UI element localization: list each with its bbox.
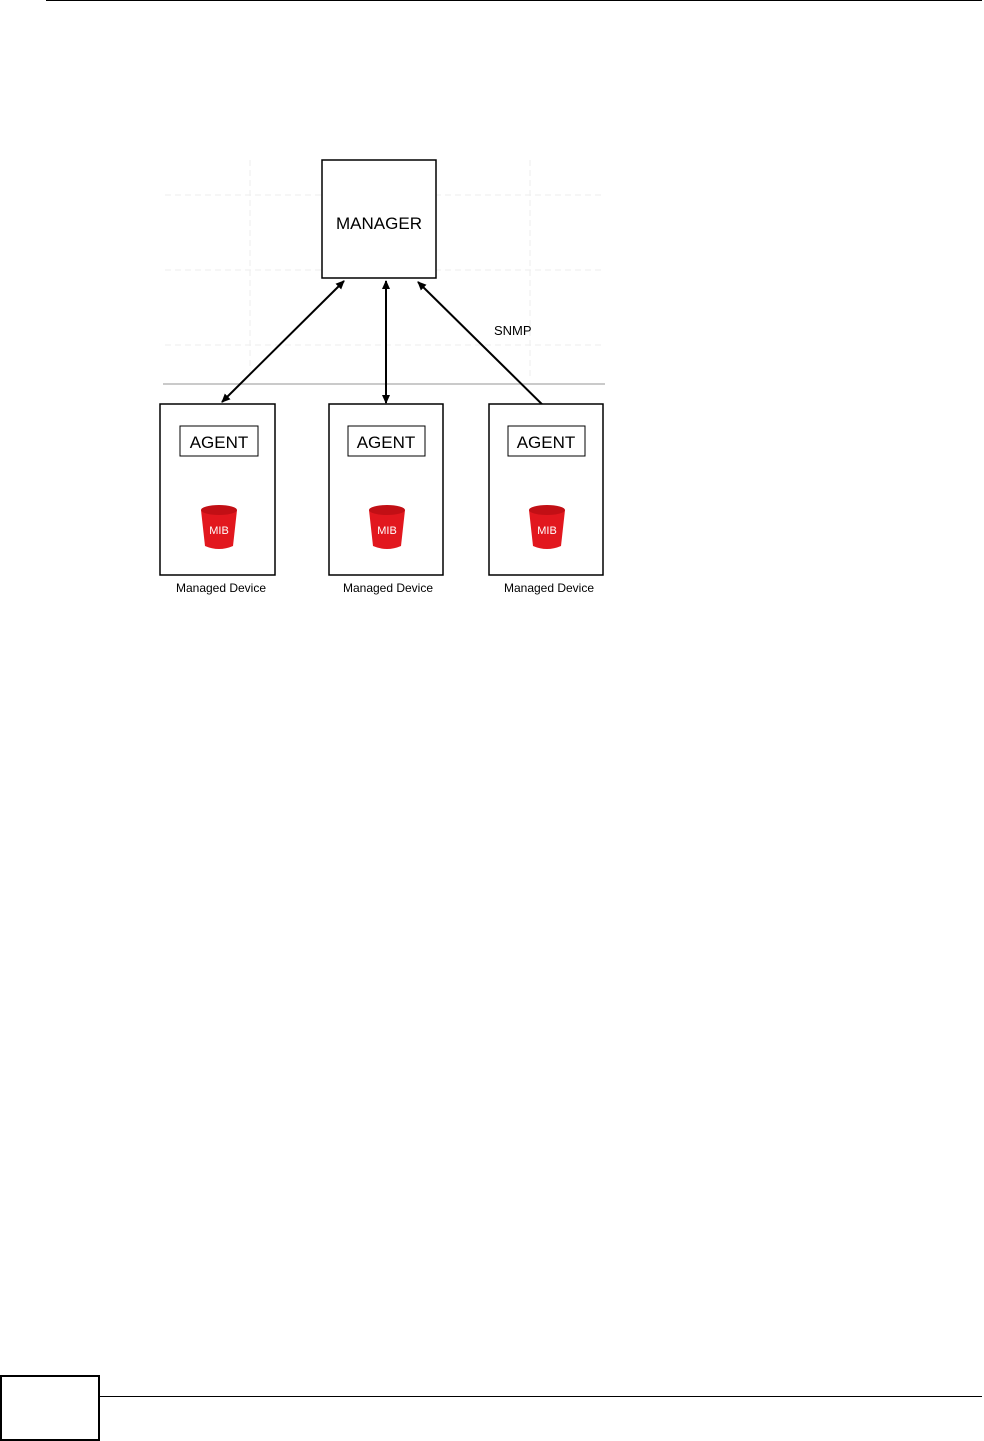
- managed-device-2: AGENT MIB Managed Device: [329, 404, 443, 595]
- agent-label: AGENT: [357, 433, 416, 452]
- device-caption: Managed Device: [343, 581, 433, 595]
- managed-device-3: AGENT MIB Managed Device: [489, 404, 603, 595]
- mib-label: MIB: [537, 525, 557, 537]
- page-number-box: [0, 1375, 100, 1441]
- arrow-manager-agent-3: [418, 282, 558, 420]
- footer-rule: [100, 1396, 982, 1397]
- agent-label: AGENT: [190, 433, 249, 452]
- device-caption: Managed Device: [176, 581, 266, 595]
- snmp-label: SNMP: [494, 323, 532, 338]
- manager-label: MANAGER: [336, 214, 422, 233]
- device-caption: Managed Device: [504, 581, 594, 595]
- managed-device-1: AGENT MIB Managed Device: [160, 404, 275, 595]
- snmp-management-diagram: MANAGER SNMP AGENT MIB Managed Device AG…: [0, 0, 984, 640]
- mib-label: MIB: [209, 525, 229, 537]
- mib-label: MIB: [377, 525, 397, 537]
- agent-label: AGENT: [517, 433, 576, 452]
